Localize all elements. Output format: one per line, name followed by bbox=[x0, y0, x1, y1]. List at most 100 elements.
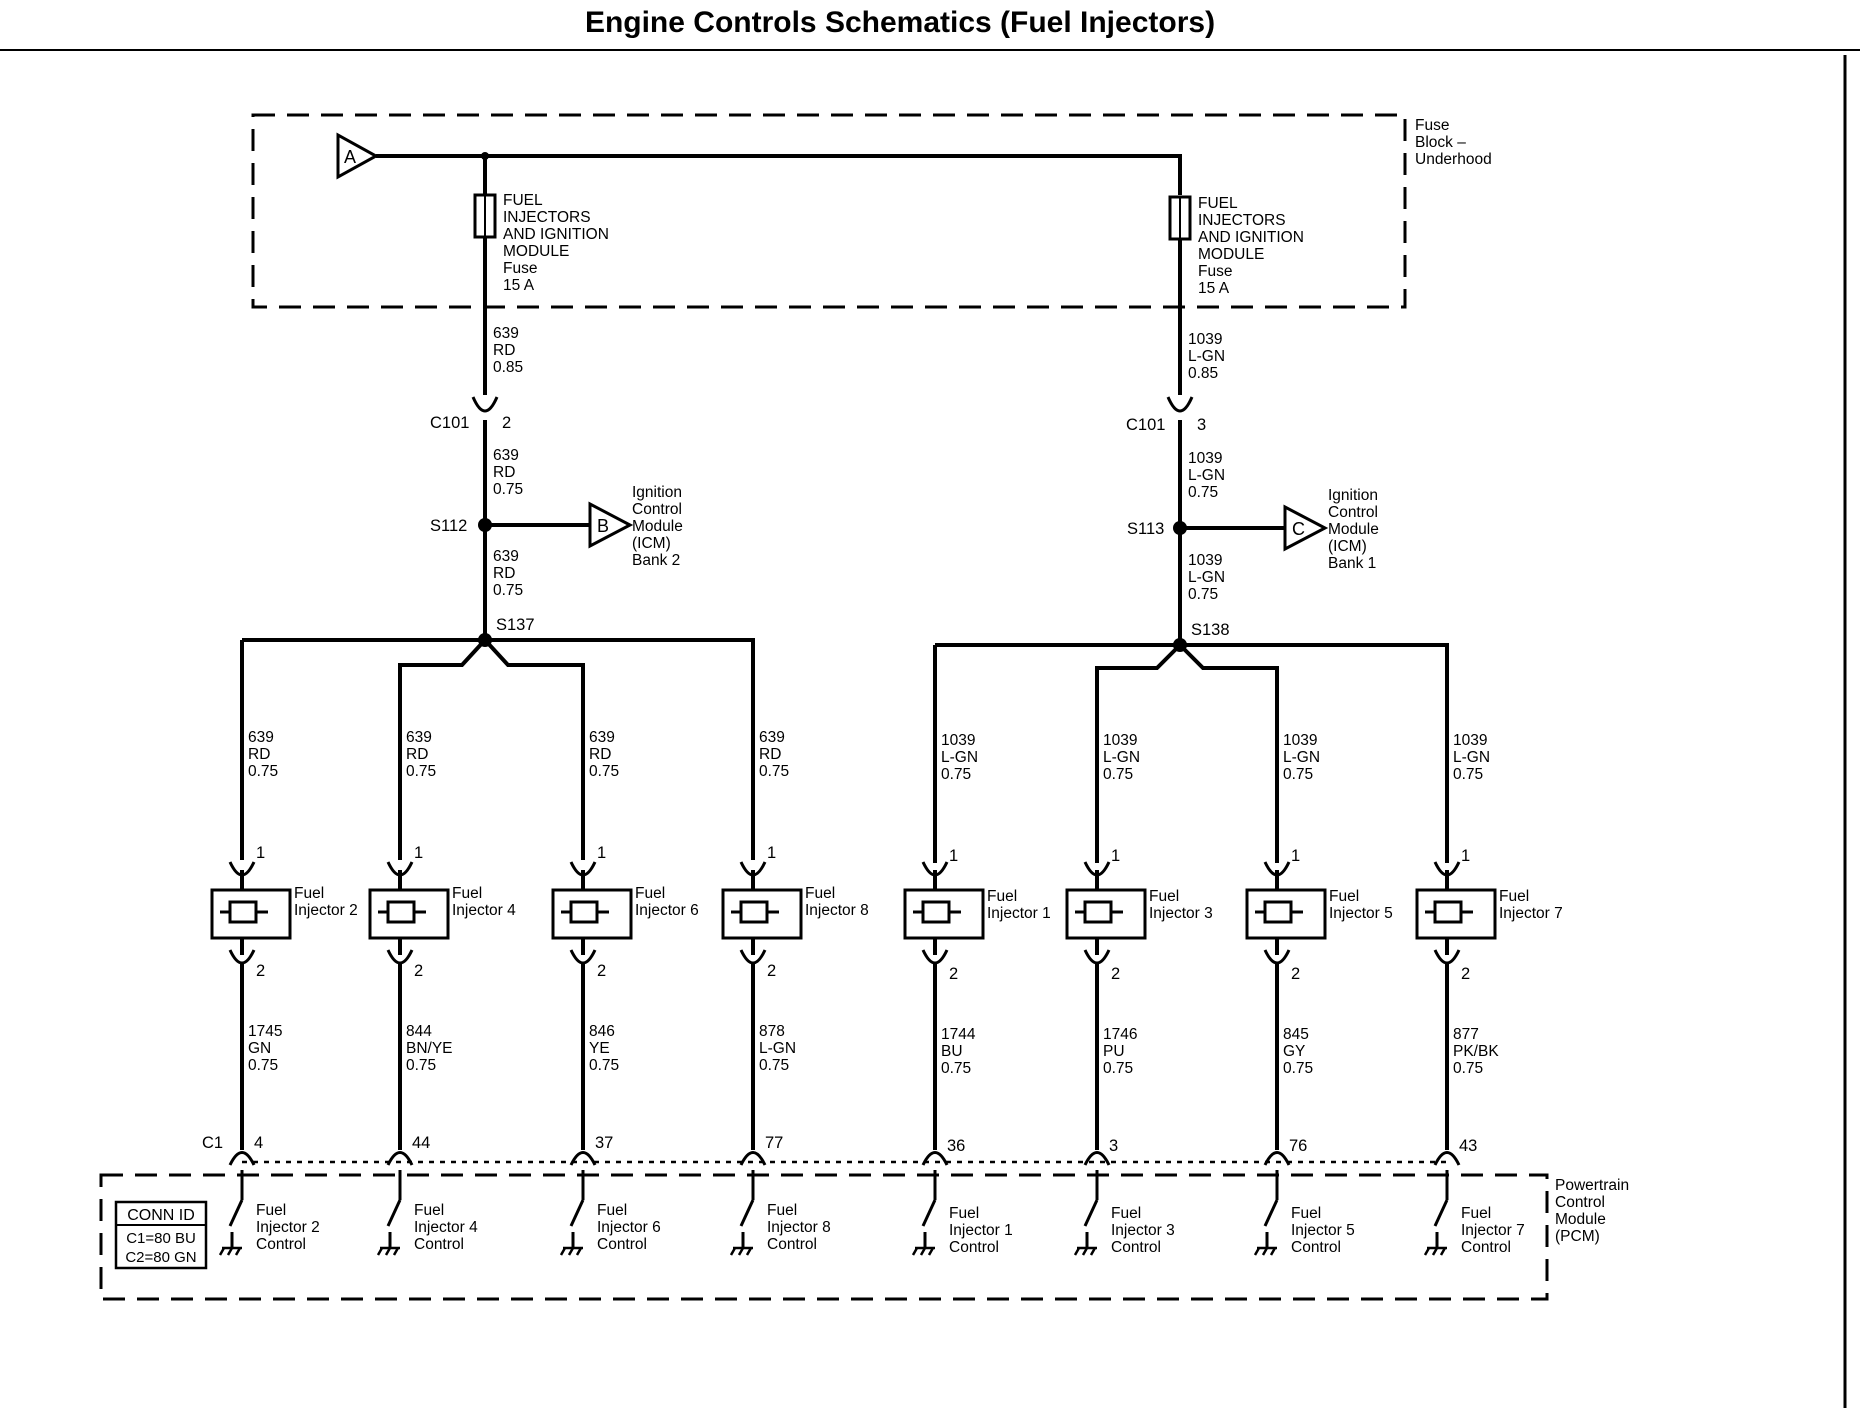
svg-text:(PCM): (PCM) bbox=[1555, 1228, 1600, 1245]
svg-text:Module: Module bbox=[632, 518, 683, 535]
control-wire-label: 846 bbox=[589, 1023, 615, 1040]
svg-text:RD: RD bbox=[493, 464, 515, 481]
svg-text:Fuse: Fuse bbox=[1415, 117, 1449, 134]
input-a-connector: A bbox=[336, 132, 380, 180]
injector-name-label: Injector 8 bbox=[805, 902, 869, 919]
injector-solenoid-icon bbox=[228, 900, 258, 924]
pcm-pin-label: 4 bbox=[254, 1134, 263, 1152]
svg-text:639: 639 bbox=[493, 325, 519, 342]
injector-solenoid-icon bbox=[386, 900, 416, 924]
injector-name-label: Injector 6 bbox=[635, 902, 699, 919]
svg-text:Control: Control bbox=[1328, 504, 1378, 521]
feed-wire-label: 0.75 bbox=[941, 766, 971, 783]
svg-text:Fuse: Fuse bbox=[503, 260, 537, 277]
pcm-pin-icon bbox=[1083, 1151, 1111, 1166]
svg-text:15 A: 15 A bbox=[1198, 280, 1230, 297]
pcm-pin-icon bbox=[569, 1151, 597, 1166]
ground-icon bbox=[218, 1246, 242, 1256]
svg-text:FUEL: FUEL bbox=[1198, 195, 1238, 212]
svg-text:A: A bbox=[344, 147, 356, 167]
svg-text:AND IGNITION: AND IGNITION bbox=[1198, 229, 1304, 246]
svg-text:Underhood: Underhood bbox=[1415, 151, 1492, 168]
wire-label-left-low: 639 RD 0.75 bbox=[493, 548, 523, 599]
conn-id-table: CONN ID C1=80 BU C2=80 GN bbox=[114, 1200, 208, 1270]
control-wire-label: 0.75 bbox=[248, 1057, 278, 1074]
feed-wire-label: 1039 bbox=[1283, 732, 1317, 749]
feed-wire-label: 0.75 bbox=[1283, 766, 1313, 783]
s138-distribution-wires bbox=[933, 643, 1449, 863]
pcm-control-label: Control bbox=[414, 1236, 464, 1253]
svg-text:MODULE: MODULE bbox=[503, 243, 569, 260]
svg-text:S112: S112 bbox=[430, 517, 467, 535]
svg-text:INJECTORS: INJECTORS bbox=[1198, 212, 1286, 229]
pcm-control-label: Injector 4 bbox=[414, 1219, 478, 1236]
control-wire-label: GY bbox=[1283, 1043, 1305, 1060]
pcm-control-label: Fuel bbox=[949, 1205, 979, 1222]
pcm-driver-switch-icon bbox=[1263, 1199, 1279, 1227]
injector-name-label: Fuel bbox=[1149, 888, 1179, 905]
icm-bank2-label: Ignition Control Module (ICM) Bank 2 bbox=[632, 484, 683, 569]
fuse-left-label: FUEL INJECTORS AND IGNITION MODULE Fuse … bbox=[503, 192, 609, 294]
svg-text:1039: 1039 bbox=[1188, 450, 1222, 467]
injector-name-label: Fuel bbox=[452, 885, 482, 902]
pcm-control-label: Fuel bbox=[1461, 1205, 1491, 1222]
pin-label: 1 bbox=[1291, 847, 1300, 865]
svg-text:Control: Control bbox=[632, 501, 682, 518]
pcm-control-label: Injector 3 bbox=[1111, 1222, 1175, 1239]
feed-wire-label: L-GN bbox=[1453, 749, 1490, 766]
svg-text:FUEL: FUEL bbox=[503, 192, 543, 209]
feed-wire-label: 639 bbox=[406, 729, 432, 746]
fuse-left-icon bbox=[473, 193, 497, 239]
pin-label: 1 bbox=[414, 844, 423, 862]
pcm-pin-icon bbox=[1263, 1151, 1291, 1166]
pcm-pin-label: 76 bbox=[1289, 1137, 1307, 1155]
svg-text:0.85: 0.85 bbox=[1188, 365, 1218, 382]
feed-wire-label: 0.75 bbox=[406, 763, 436, 780]
pcm-driver-switch-icon bbox=[228, 1199, 244, 1227]
c101-left-connector: C101 2 bbox=[430, 396, 511, 432]
feed-wire-label: 639 bbox=[759, 729, 785, 746]
svg-text:(ICM): (ICM) bbox=[1328, 538, 1367, 555]
fuse-right-label: FUEL INJECTORS AND IGNITION MODULE Fuse … bbox=[1198, 195, 1304, 297]
svg-text:(ICM): (ICM) bbox=[632, 535, 671, 552]
page-title: Engine Controls Schematics (Fuel Injecto… bbox=[584, 6, 1216, 39]
pcm-pin-icon bbox=[386, 1151, 414, 1166]
svg-text:Bank 2: Bank 2 bbox=[632, 552, 680, 569]
pcm-control-label: Control bbox=[767, 1236, 817, 1253]
feed-wire-label: L-GN bbox=[1103, 749, 1140, 766]
feed-wire-label: L-GN bbox=[941, 749, 978, 766]
pcm-control-label: Injector 1 bbox=[949, 1222, 1013, 1239]
control-wire-label: 844 bbox=[406, 1023, 432, 1040]
top-bus-wire bbox=[376, 154, 1182, 195]
pcm-control-label: Fuel bbox=[1111, 1205, 1141, 1222]
pcm-control-label: Control bbox=[1461, 1239, 1511, 1256]
svg-text:MODULE: MODULE bbox=[1198, 246, 1264, 263]
control-wire-label: YE bbox=[589, 1040, 610, 1057]
pcm-driver-switch-icon bbox=[569, 1199, 585, 1227]
wire-label-right-top: 1039 L-GN 0.85 bbox=[1188, 331, 1225, 382]
svg-text:AND IGNITION: AND IGNITION bbox=[503, 226, 609, 243]
svg-text:Powertrain: Powertrain bbox=[1555, 1177, 1629, 1194]
svg-text:0.75: 0.75 bbox=[1188, 484, 1218, 501]
ground-icon bbox=[559, 1246, 583, 1256]
control-wire-label: 0.75 bbox=[406, 1057, 436, 1074]
feed-wire-label: 0.75 bbox=[1453, 766, 1483, 783]
pin-label: 2 bbox=[1291, 965, 1300, 983]
feed-wire-label: RD bbox=[759, 746, 781, 763]
control-wire-label: 878 bbox=[759, 1023, 785, 1040]
injector-name-label: Fuel bbox=[294, 885, 324, 902]
ground-icon bbox=[1253, 1246, 1277, 1256]
pcm-driver-switch-icon bbox=[1083, 1199, 1099, 1227]
pin-label: 2 bbox=[256, 962, 265, 980]
control-wire-label: L-GN bbox=[759, 1040, 796, 1057]
control-wire-label: 1745 bbox=[248, 1023, 282, 1040]
feed-wire-label: 0.75 bbox=[759, 763, 789, 780]
pcm-control-label: Fuel bbox=[414, 1202, 444, 1219]
pcm-driver-switch-icon bbox=[921, 1199, 937, 1227]
feed-wire-label: 0.75 bbox=[589, 763, 619, 780]
pcm-outline bbox=[99, 1173, 1549, 1301]
